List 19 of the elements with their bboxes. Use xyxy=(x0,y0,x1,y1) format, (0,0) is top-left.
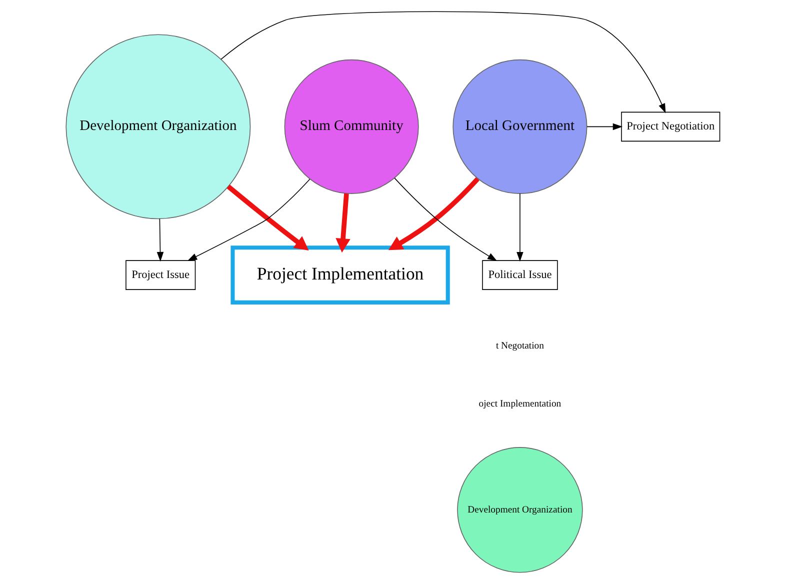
arrow xyxy=(586,123,623,130)
node-box: Political Issue xyxy=(482,260,558,290)
arrow xyxy=(388,177,480,250)
arrow xyxy=(394,178,498,262)
label: oject Implementation xyxy=(478,398,562,410)
node-circle: Development Organization xyxy=(457,447,583,573)
arrow xyxy=(187,178,310,261)
node-circle: Local Government xyxy=(452,59,588,194)
node-box: Project Negotiation xyxy=(621,112,720,142)
arrow xyxy=(220,11,666,114)
node-circle: Development Organization xyxy=(66,34,251,220)
arrow xyxy=(516,193,524,262)
arrow xyxy=(226,184,309,251)
node-box: Project Issue xyxy=(126,260,196,290)
arrow xyxy=(336,193,350,253)
node-box: Project Implementation xyxy=(230,246,450,304)
label: t Negotation xyxy=(496,340,544,352)
node-circle: Slum Community xyxy=(284,59,419,194)
arrow xyxy=(156,218,164,262)
